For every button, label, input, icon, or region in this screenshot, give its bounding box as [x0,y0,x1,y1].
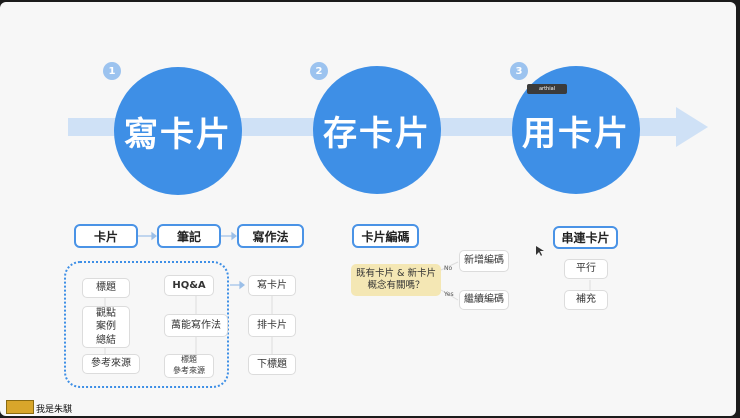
flow-notes: 筆記 [157,224,221,248]
note-item-hqa: HQ&A [164,275,214,296]
no-label: No [444,265,453,272]
use-item-supplement: 補充 [564,290,608,310]
card-item-source: 參考來源 [82,354,140,374]
flow-card: 卡片 [74,224,138,248]
flow-writing-method: 寫作法 [237,224,304,248]
use-connect-cards: 串連卡片 [553,226,618,249]
step-3-number: 3 [510,62,528,80]
store-new-code: 新增編碼 [459,250,509,272]
note-item-title-source: 標題 參考來源 [164,354,214,378]
store-card-coding: 卡片編碼 [352,224,419,248]
use-item-parallel: 平行 [564,259,608,279]
method-item-write-card: 寫卡片 [248,275,296,296]
method-item-arrange-card: 排卡片 [248,314,296,337]
method-item-subtitle: 下標題 [248,354,296,375]
presenter-name: 我是朱騏 [36,405,73,415]
cursor-tooltip: arthial [527,84,567,94]
channel-logo [6,400,34,414]
step-1-number: 1 [103,62,121,80]
step-1-circle: 寫卡片 [114,67,242,195]
store-question: 既有卡片 & 新卡片 概念有關嗎？ [351,264,441,296]
card-notes-group [64,261,229,388]
step-2-circle: 存卡片 [313,66,441,194]
note-item-universal-writing: 萬能寫作法 [164,314,228,337]
card-item-title: 標題 [82,278,130,298]
timeline-arrow-head [676,107,708,147]
yes-label: Yes [444,291,454,298]
store-continue-code: 繼續編碼 [459,290,509,310]
card-item-view-case-summary: 觀點 案例 總結 [82,306,130,348]
step-2-number: 2 [310,62,328,80]
